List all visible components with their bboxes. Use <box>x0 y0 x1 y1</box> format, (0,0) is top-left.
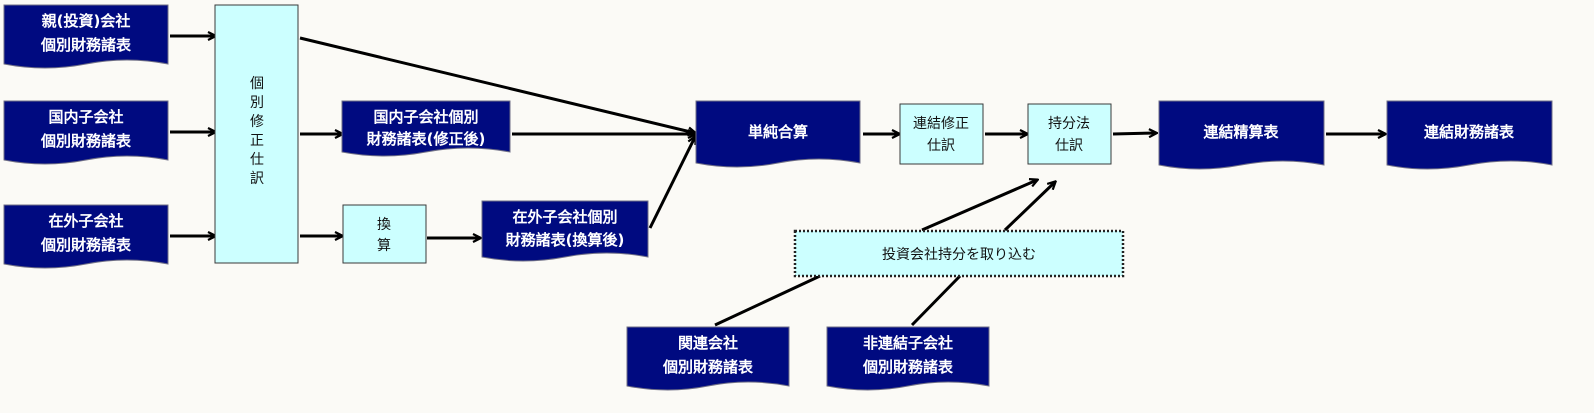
proc-investor-share-label: 投資会社持分を取り込む <box>882 247 1036 263</box>
proc-equity-method-line1: 持分法 <box>1048 116 1090 132</box>
doc-simple-sum: 単純合算 <box>695 100 861 168</box>
proc-conversion: 換 算 <box>342 204 427 264</box>
connector-unconsolidated-to-investor-share <box>910 274 962 327</box>
doc-foreign-converted-line1: 在外子会社個別 <box>512 208 617 226</box>
connector-affiliate-to-investor-share <box>714 274 821 327</box>
proc-individual-adjustment-char-4: 正 <box>250 133 264 149</box>
proc-individual-adjustment-char-3: 修 <box>250 114 264 130</box>
proc-consolidation-adjustment: 連結修正 仕訳 <box>899 103 984 165</box>
doc-consolidated-fs-label: 連結財務諸表 <box>1424 123 1515 141</box>
proc-conversion-char-1: 換 <box>377 217 391 233</box>
proc-conversion-char-2: 算 <box>377 238 391 254</box>
proc-individual-adjustment-char-1: 個 <box>250 76 264 92</box>
doc-affiliate-line2: 個別財務諸表 <box>662 358 754 376</box>
doc-domestic-adjusted: 国内子会社個別 財務諸表(修正後) <box>341 100 511 157</box>
doc-consolidation-worksheet: 連結精算表 <box>1158 100 1325 170</box>
doc-foreign-converted-line2: 財務諸表(換算後) <box>505 231 625 249</box>
doc-affiliate-line1: 関連会社 <box>678 334 738 352</box>
proc-individual-adjustment-char-5: 仕 <box>250 152 264 168</box>
doc-foreign-sub-line1: 在外子会社 <box>48 212 123 230</box>
arrow-adjustment-to-simple-sum <box>299 36 695 133</box>
proc-individual-adjustment: 個 別 修 正 仕 訳 <box>214 4 299 264</box>
arrow-investor-share-to-equity-1 <box>921 180 1037 232</box>
proc-equity-method: 持分法 仕訳 <box>1027 103 1112 165</box>
doc-unconsolidated-sub-line2: 個別財務諸表 <box>862 358 954 376</box>
doc-foreign-sub-line2: 個別財務諸表 <box>40 236 132 254</box>
proc-individual-adjustment-char-6: 訳 <box>250 171 264 187</box>
arrow-equity-to-worksheet <box>1112 133 1156 134</box>
doc-domestic-sub: 国内子会社 個別財務諸表 <box>3 100 169 165</box>
doc-domestic-adjusted-line2: 財務諸表(修正後) <box>366 130 486 148</box>
doc-unconsolidated-sub: 非連結子会社 個別財務諸表 <box>826 326 990 391</box>
doc-affiliate: 関連会社 個別財務諸表 <box>626 326 790 391</box>
doc-unconsolidated-sub-line1: 非連結子会社 <box>863 334 953 352</box>
doc-foreign-sub: 在外子会社 個別財務諸表 <box>3 204 169 269</box>
doc-consolidated-fs: 連結財務諸表 <box>1386 100 1553 170</box>
proc-individual-adjustment-char-2: 別 <box>250 95 264 111</box>
proc-equity-method-line2: 仕訳 <box>1055 138 1083 154</box>
arrow-foreign-converted-to-simple-sum <box>648 137 695 229</box>
proc-consolidation-adjustment-line1: 連結修正 <box>913 116 969 132</box>
doc-domestic-adjusted-line1: 国内子会社個別 <box>373 108 478 126</box>
arrow-investor-share-to-equity-2 <box>1003 182 1055 232</box>
doc-parent-line2: 個別財務諸表 <box>40 36 132 54</box>
doc-parent-line1: 親(投資)会社 <box>42 12 131 30</box>
proc-consolidation-adjustment-line2: 仕訳 <box>927 138 955 154</box>
doc-domestic-sub-line1: 国内子会社 <box>48 108 123 126</box>
doc-parent: 親(投資)会社 個別財務諸表 <box>3 4 169 69</box>
doc-domestic-sub-line2: 個別財務諸表 <box>40 132 132 150</box>
proc-investor-share: 投資会社持分を取り込む <box>793 229 1125 278</box>
doc-consolidation-worksheet-label: 連結精算表 <box>1203 123 1279 141</box>
doc-simple-sum-label: 単純合算 <box>748 123 808 141</box>
doc-foreign-converted: 在外子会社個別 財務諸表(換算後) <box>481 200 649 262</box>
